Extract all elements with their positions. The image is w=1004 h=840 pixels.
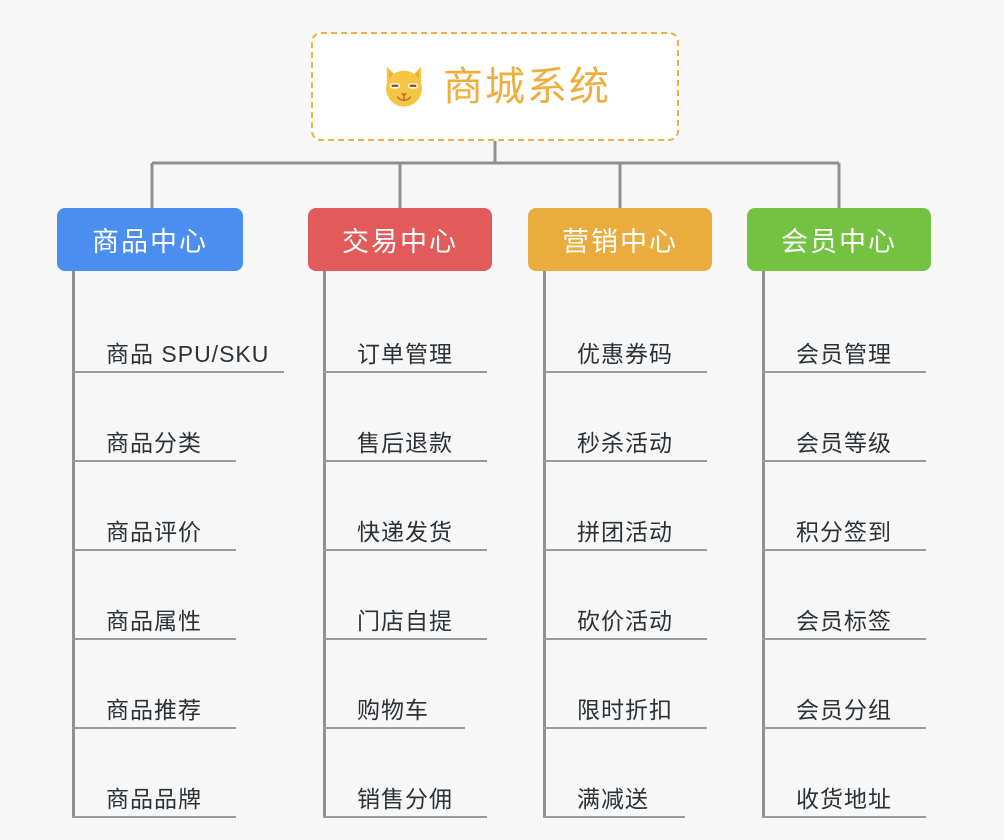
leaf-item[interactable]: 满减送	[543, 754, 685, 818]
category-label-trade-center: 交易中心	[342, 227, 458, 257]
leaf-item-label: 售后退款	[357, 430, 453, 456]
leaf-item-label: 门店自提	[357, 608, 453, 634]
leaf-item-label: 会员分组	[796, 697, 892, 723]
leaf-item-label: 商品分类	[106, 430, 202, 456]
leaf-item-label: 拼团活动	[577, 519, 673, 545]
leaf-item-label: 商品品牌	[106, 786, 202, 812]
leaf-item-label: 会员管理	[796, 341, 892, 367]
leaf-item[interactable]: 购物车	[323, 665, 465, 729]
category-label-marketing-center: 营销中心	[562, 227, 678, 257]
shiba-dog-face-icon	[386, 66, 422, 108]
leaf-item[interactable]: 会员管理	[762, 309, 926, 373]
branch-column-marketing-center: 营销中心 优惠券码秒杀活动拼团活动砍价活动限时折扣满减送	[528, 208, 712, 818]
category-box-product-center[interactable]: 商品中心	[57, 208, 243, 271]
branch-column-product-center: 商品中心 商品 SPU/SKU 商品分类商品评价商品属性商品推荐商品品牌	[57, 208, 284, 818]
leaf-item-label: 商品推荐	[106, 697, 202, 723]
leaf-item[interactable]: 会员等级	[762, 398, 926, 462]
category-box-marketing-center[interactable]: 营销中心	[528, 208, 712, 271]
leaf-item[interactable]: 会员标签	[762, 576, 926, 640]
leaf-item[interactable]: 商品品牌	[72, 754, 236, 818]
leaf-item[interactable]: 商品推荐	[72, 665, 236, 729]
leaf-item[interactable]: 商品评价	[72, 487, 236, 551]
leaf-item[interactable]: 商品属性	[72, 576, 236, 640]
leaf-item[interactable]: 砍价活动	[543, 576, 707, 640]
branch-spine-member-center	[762, 271, 765, 818]
leaf-item-label: 砍价活动	[577, 608, 673, 634]
leaf-item-label: 商品属性	[106, 608, 202, 634]
leaf-item-label: 优惠券码	[577, 341, 673, 367]
leaf-item[interactable]: 拼团活动	[543, 487, 707, 551]
branch-spine-product-center	[72, 271, 75, 818]
leaf-item[interactable]: 商品 SPU/SKU	[72, 309, 284, 373]
leaf-item-label: 会员等级	[796, 430, 892, 456]
leaf-item[interactable]: 门店自提	[323, 576, 487, 640]
leaf-item-label: 订单管理	[357, 341, 453, 367]
root-node[interactable]: 商城系统	[311, 32, 679, 141]
leaf-item[interactable]: 会员分组	[762, 665, 926, 729]
leaf-item-label: 商品 SPU/SKU	[106, 341, 270, 367]
branch-column-member-center: 会员中心 会员管理会员等级积分签到会员标签会员分组收货地址	[747, 208, 931, 818]
leaf-item[interactable]: 订单管理	[323, 309, 487, 373]
leaf-item-label: 商品评价	[106, 519, 202, 545]
branch-spine-trade-center	[323, 271, 326, 818]
leaf-item[interactable]: 限时折扣	[543, 665, 707, 729]
category-box-trade-center[interactable]: 交易中心	[308, 208, 492, 271]
leaf-item-label: 满减送	[577, 786, 649, 812]
category-box-member-center[interactable]: 会员中心	[747, 208, 931, 271]
leaf-item-label: 购物车	[357, 697, 429, 723]
leaf-item-label: 快递发货	[357, 519, 453, 545]
leaf-item[interactable]: 商品分类	[72, 398, 236, 462]
category-label-product-center: 商品中心	[92, 227, 208, 257]
leaf-item[interactable]: 收货地址	[762, 754, 926, 818]
branch-spine-marketing-center	[543, 271, 546, 818]
leaf-item-label: 积分签到	[796, 519, 892, 545]
branch-column-trade-center: 交易中心 订单管理售后退款快递发货门店自提购物车销售分佣	[308, 208, 492, 818]
leaf-item[interactable]: 优惠券码	[543, 309, 707, 373]
leaf-item-label: 限时折扣	[577, 697, 673, 723]
leaf-item[interactable]: 销售分佣	[323, 754, 487, 818]
leaf-item-label: 销售分佣	[357, 786, 453, 812]
root-title: 商城系统	[443, 64, 611, 109]
leaf-item[interactable]: 积分签到	[762, 487, 926, 551]
leaf-item-label: 收货地址	[796, 786, 892, 812]
leaf-item[interactable]: 售后退款	[323, 398, 487, 462]
category-label-member-center: 会员中心	[781, 227, 897, 257]
leaf-item-label: 会员标签	[796, 608, 892, 634]
leaf-item-label: 秒杀活动	[577, 430, 673, 456]
leaf-item[interactable]: 秒杀活动	[543, 398, 707, 462]
leaf-item[interactable]: 快递发货	[323, 487, 487, 551]
